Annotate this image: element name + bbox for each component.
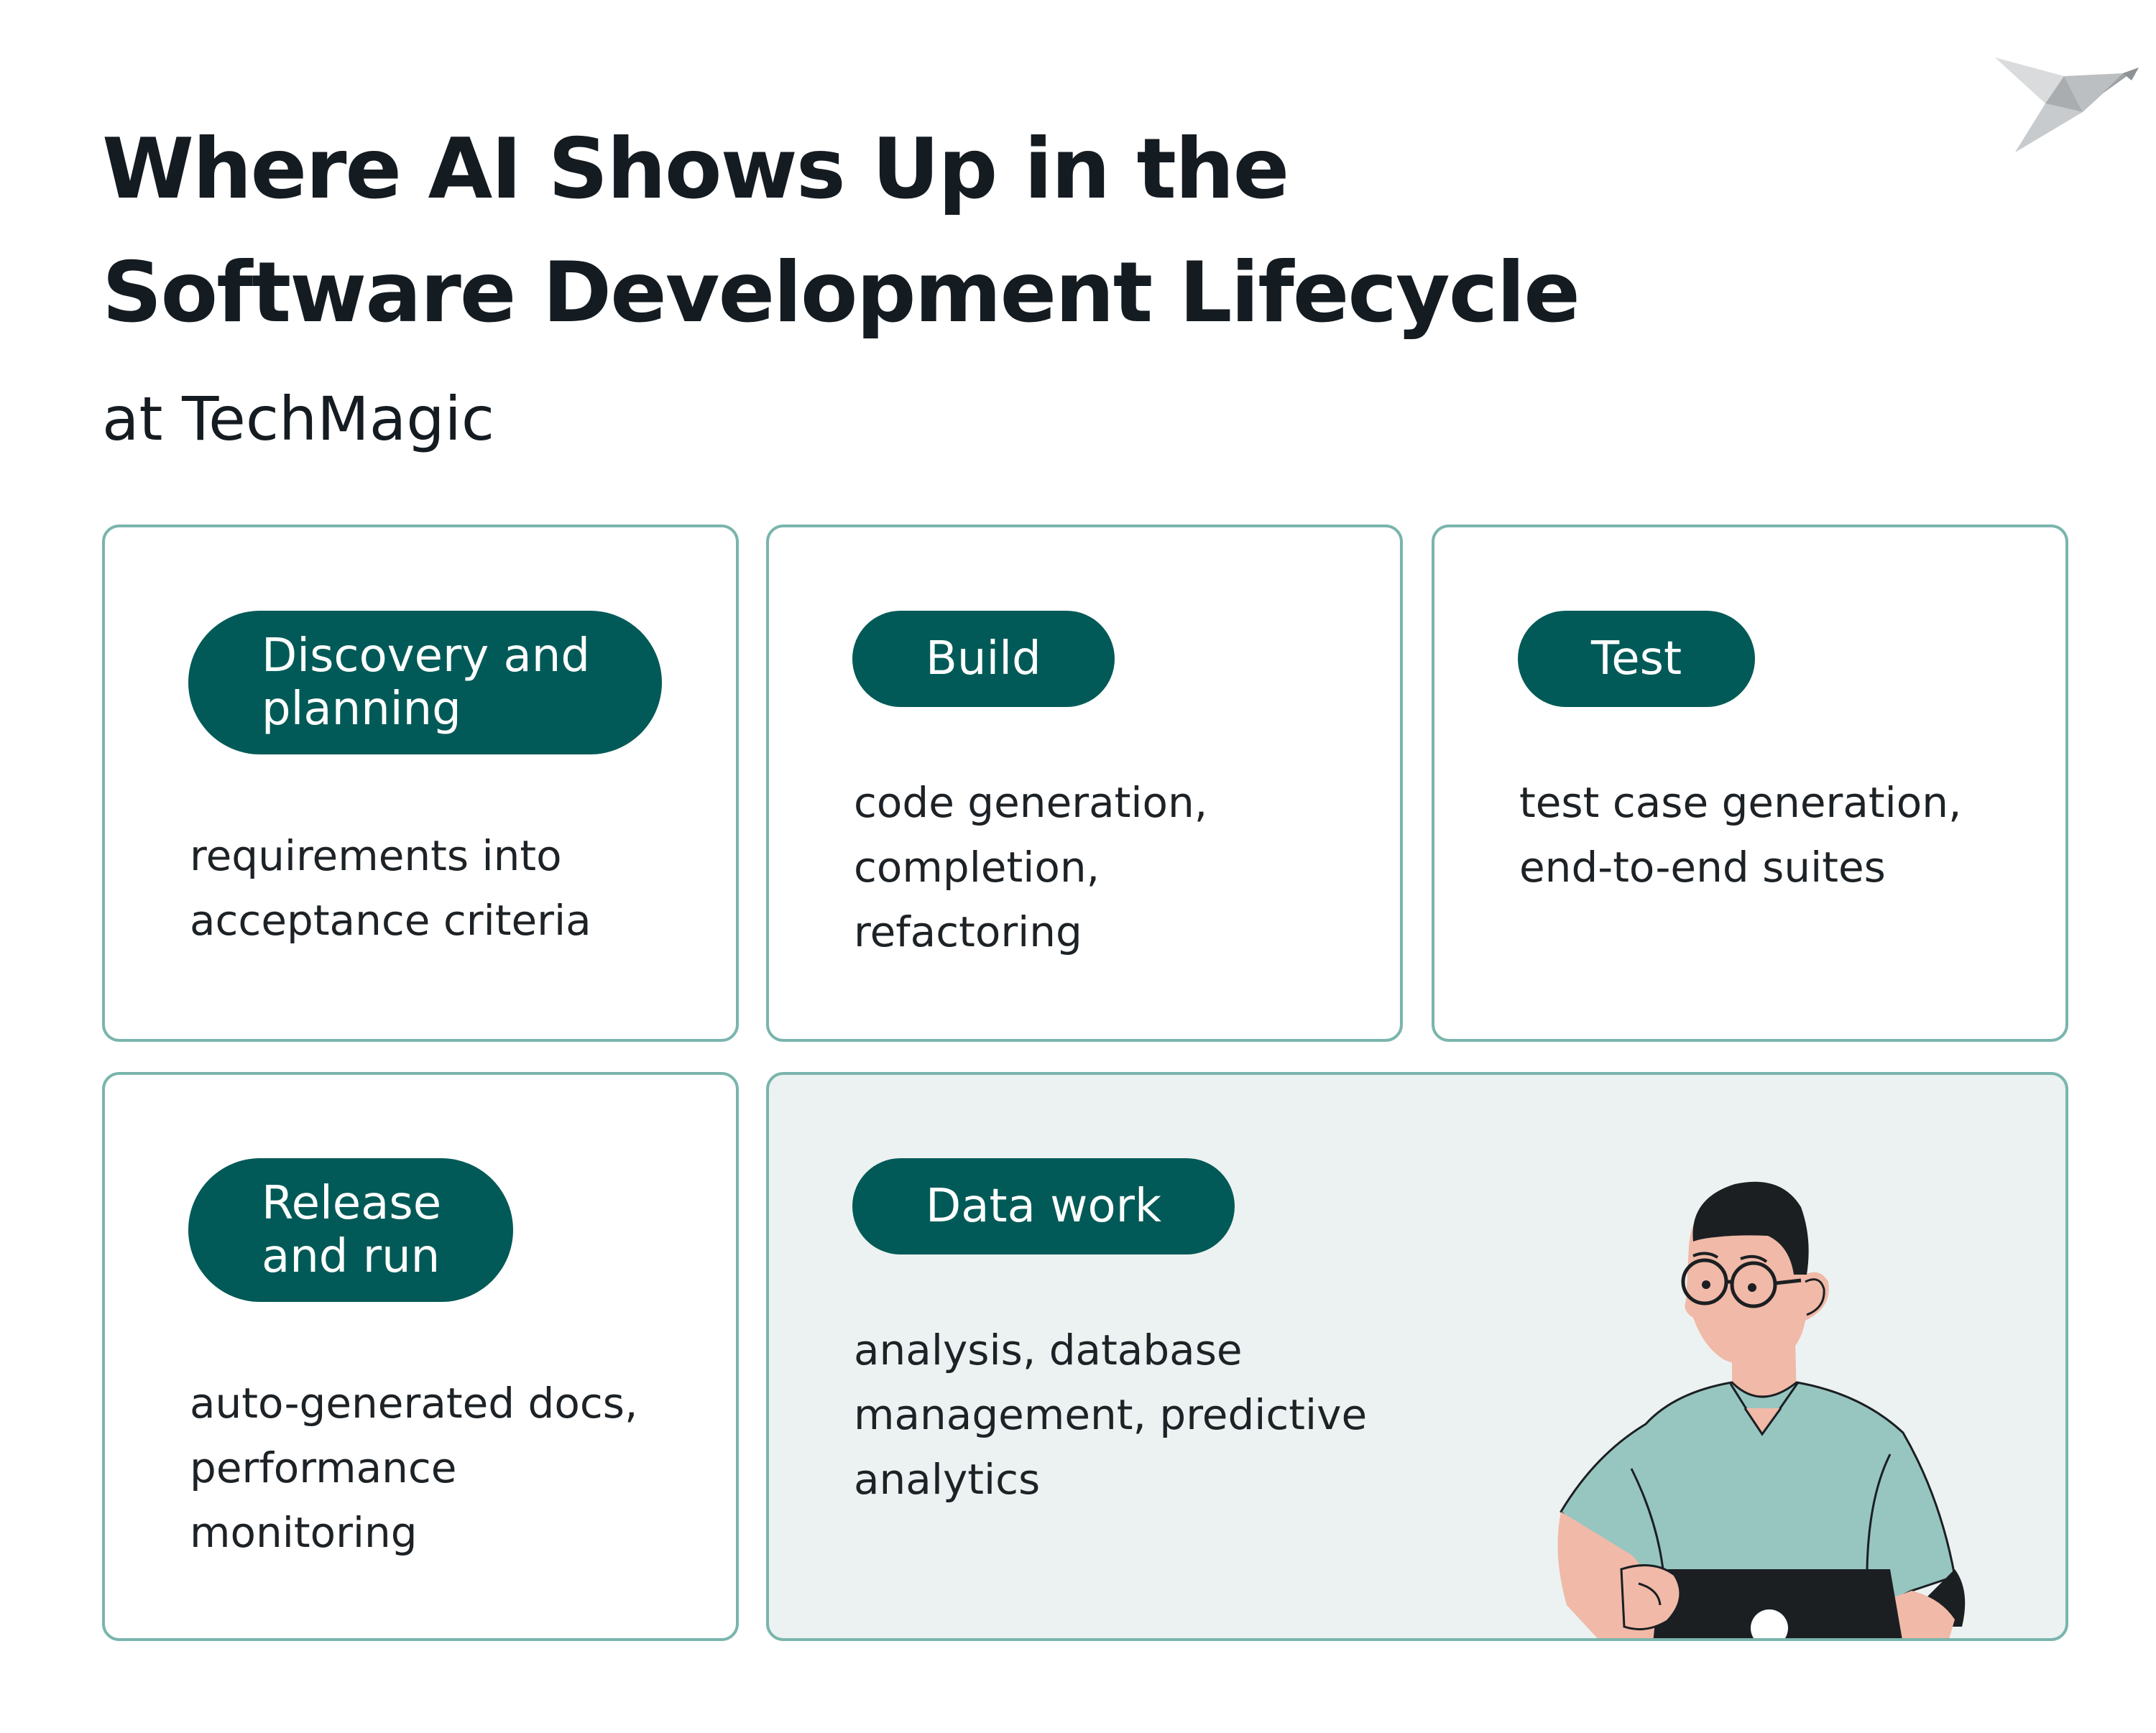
stage-card-release: Release and run auto-generated docs, per… bbox=[102, 1072, 739, 1641]
stage-label-pill: Build bbox=[852, 611, 1115, 707]
stage-description-line: end-to-end suites bbox=[1519, 843, 1886, 892]
stage-label-line: Release bbox=[262, 1177, 442, 1230]
stage-description-line: auto-generated docs, bbox=[190, 1379, 638, 1428]
stage-description-line: test case generation, bbox=[1519, 778, 1962, 827]
person-with-laptop-illustration bbox=[1557, 1181, 1966, 1638]
stage-description-line: refactoring bbox=[854, 907, 1082, 956]
stage-description-line: analysis, database bbox=[854, 1326, 1243, 1374]
stage-description-line: management, predictive bbox=[854, 1390, 1368, 1439]
page-title-line-1: Where AI Shows Up in the bbox=[102, 121, 1289, 218]
page-title-line-2: Software Development Lifecycle bbox=[102, 244, 1580, 341]
origami-bird-icon bbox=[1995, 57, 2139, 152]
stage-label-line: and run bbox=[262, 1230, 441, 1283]
stage-label-pill: Data work bbox=[852, 1158, 1235, 1254]
stage-card-test: Test test case generation, end-to-end su… bbox=[1432, 524, 2068, 1042]
page-subtitle: at TechMagic bbox=[102, 384, 495, 454]
stage-card-build: Build code generation, completion, refac… bbox=[766, 524, 1403, 1042]
stage-description: requirements into acceptance criteria bbox=[190, 823, 591, 953]
stage-description-line: performance bbox=[190, 1443, 457, 1492]
stage-description: analysis, database management, predictiv… bbox=[854, 1318, 1367, 1512]
stage-card-data-work: Data work analysis, database management,… bbox=[766, 1072, 2068, 1641]
stage-description: auto-generated docs, performance monitor… bbox=[190, 1371, 637, 1565]
stage-label-pill: Release and run bbox=[188, 1158, 514, 1302]
stage-label-line: planning bbox=[262, 683, 461, 736]
stage-description-line: requirements into bbox=[190, 831, 562, 880]
stage-label-line: Build bbox=[926, 632, 1041, 685]
stage-label-line: Test bbox=[1591, 632, 1682, 685]
stage-label-line: Discovery and bbox=[262, 629, 590, 683]
stage-label-pill: Discovery and planning bbox=[188, 611, 662, 754]
stage-description-line: analytics bbox=[854, 1455, 1041, 1504]
stage-description-line: code generation, bbox=[854, 778, 1208, 827]
page-title: Where AI Shows Up in the Software Develo… bbox=[102, 108, 1827, 355]
stage-label-line: Data work bbox=[926, 1180, 1162, 1233]
stage-description-line: monitoring bbox=[190, 1508, 418, 1557]
stage-card-discovery: Discovery and planning requirements into… bbox=[102, 524, 739, 1042]
stage-description: test case generation, end-to-end suites bbox=[1519, 770, 1961, 900]
stage-description-line: completion, bbox=[854, 843, 1100, 892]
stage-label-pill: Test bbox=[1518, 611, 1756, 707]
stage-description-line: acceptance criteria bbox=[190, 896, 591, 945]
stage-description: code generation, completion, refactoring bbox=[854, 770, 1207, 964]
